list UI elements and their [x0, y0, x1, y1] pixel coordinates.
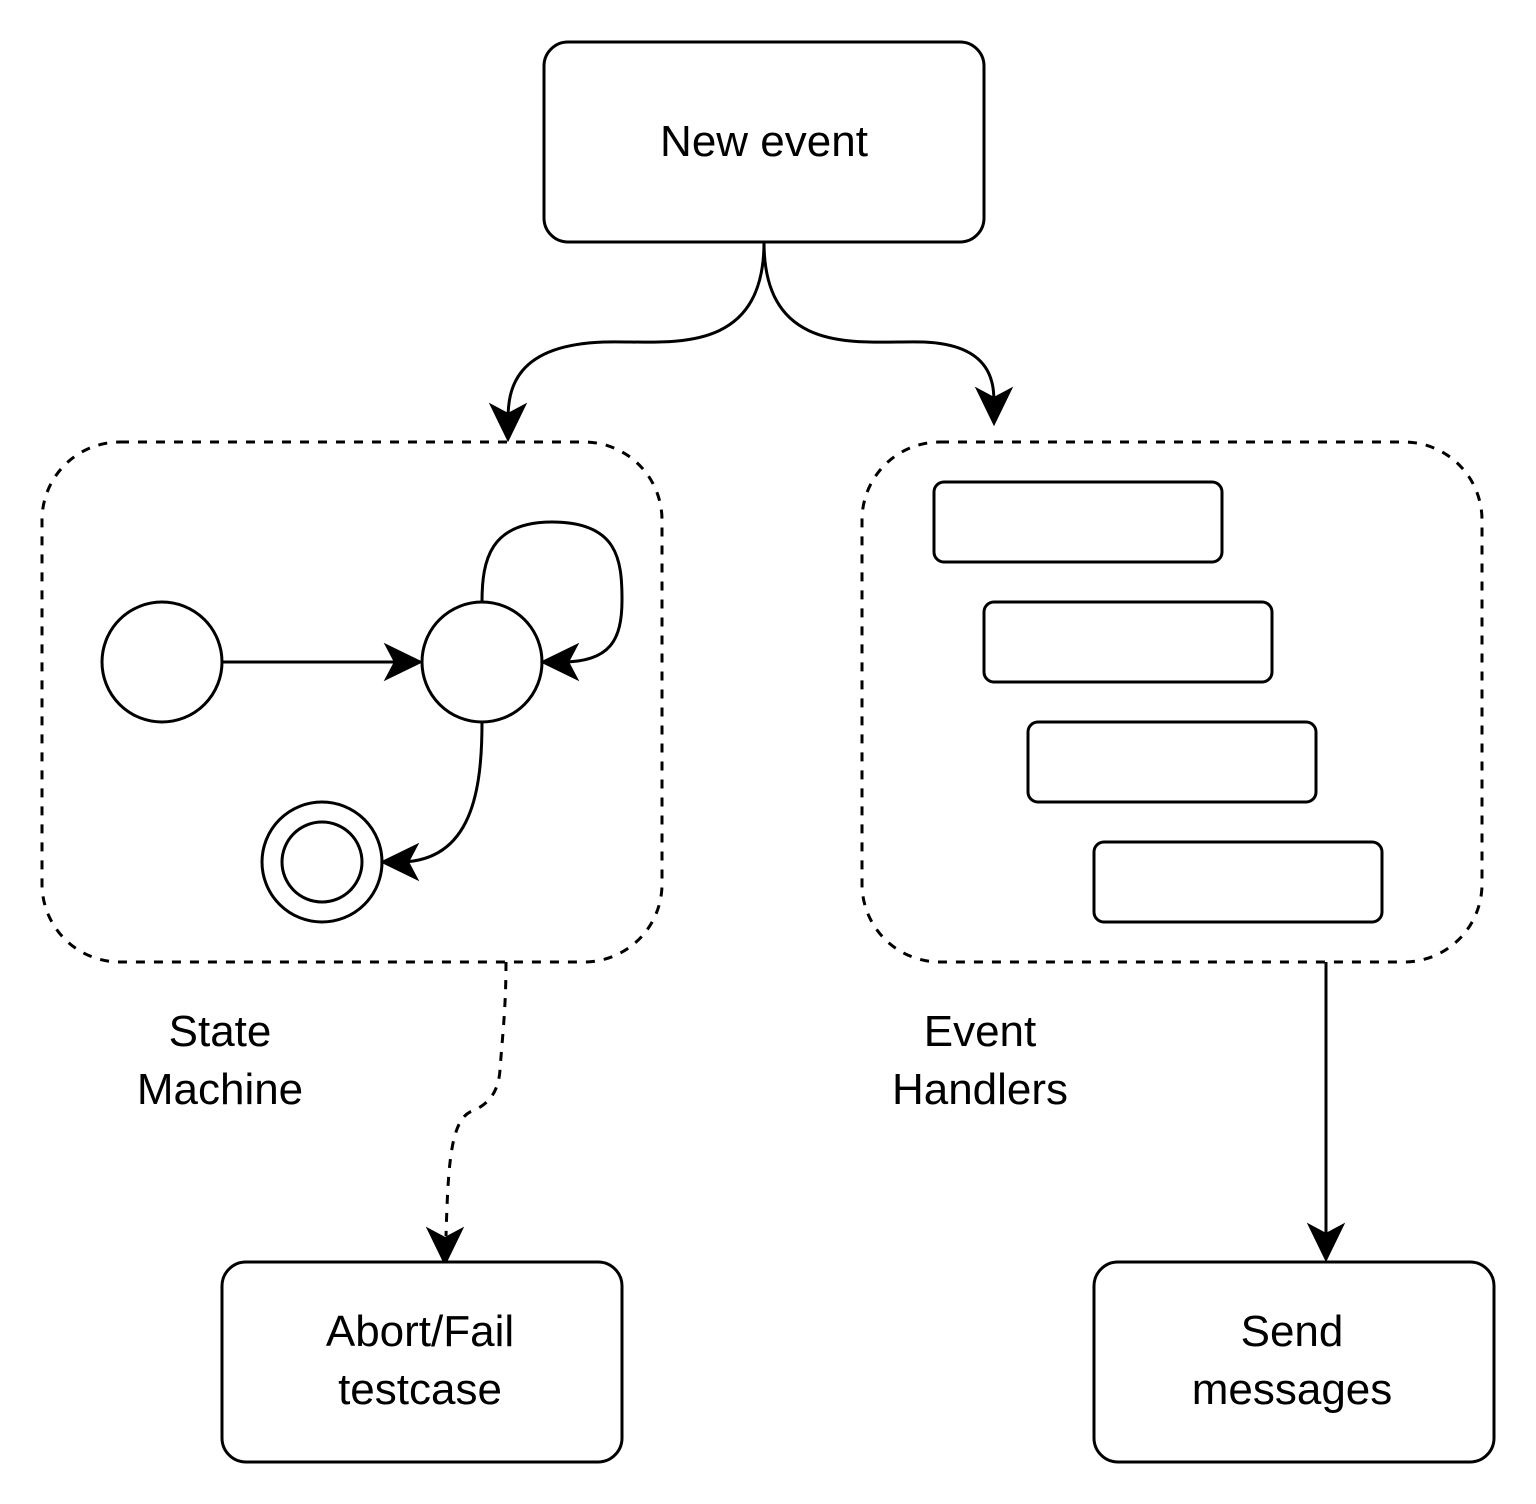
arrow-to-abort-fail [444, 961, 508, 1237]
arrow-to-event-handlers-head [974, 386, 1014, 427]
transition-self-loop [480, 520, 624, 664]
svg-text:Event: Event [924, 1007, 1037, 1056]
svg-text:Abort/Fail: Abort/Fail [326, 1307, 514, 1356]
new-event-label: New event [660, 117, 868, 166]
abort-fail-node[interactable]: Abort/Fail testcase [220, 1260, 624, 1464]
new-event-node[interactable]: New event [542, 40, 986, 244]
svg-text:messages: messages [1192, 1365, 1393, 1414]
handler-bar-2 [982, 600, 1274, 684]
arrow-to-abort-fail-head [425, 1226, 465, 1267]
transition-middle-to-final-head [379, 842, 420, 882]
handler-bar-4 [1092, 840, 1384, 924]
handler-bar-1 [932, 480, 1224, 564]
state-machine-caption: State Machine [137, 1007, 303, 1114]
svg-text:Handlers: Handlers [892, 1065, 1068, 1114]
transition-middle-to-final [401, 721, 484, 864]
transition-initial-to-middle-head [383, 642, 424, 682]
svg-text:testcase: testcase [338, 1365, 502, 1414]
final-state-inner [280, 820, 364, 904]
svg-text:Machine: Machine [137, 1065, 303, 1114]
event-handlers-caption: Event Handlers [892, 1007, 1068, 1114]
arrow-to-send-messages-head [1306, 1222, 1346, 1263]
arrow-to-state-machine-head [488, 402, 528, 443]
svg-text:Send: Send [1241, 1307, 1344, 1356]
transition-self-loop-head [539, 642, 580, 682]
initial-state [100, 600, 224, 724]
svg-text:State: State [169, 1007, 272, 1056]
middle-state [420, 600, 544, 724]
arrow-to-event-handlers [762, 241, 996, 406]
send-messages-node[interactable]: Send messages [1092, 1260, 1496, 1464]
arrow-to-state-machine [506, 241, 766, 421]
handler-bar-3 [1026, 720, 1318, 804]
event-handlers-group [860, 440, 1484, 964]
state-machine-group [40, 440, 664, 964]
